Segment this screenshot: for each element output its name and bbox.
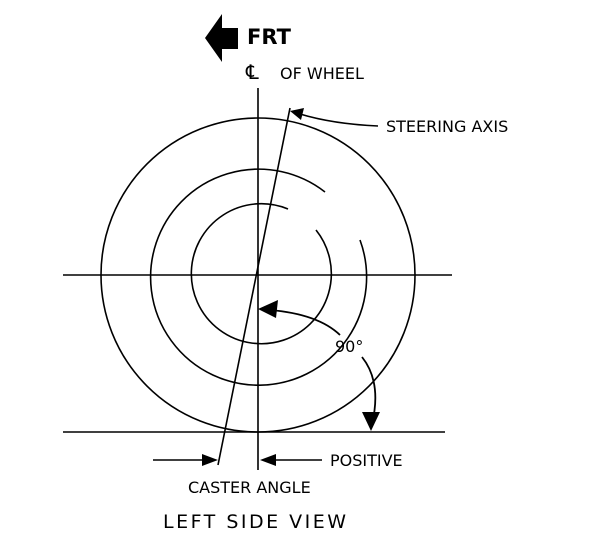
angle-arc: [269, 309, 377, 425]
centerline-symbol: ℄: [245, 60, 259, 84]
angle-arc-arrowhead-bottom: [362, 412, 380, 431]
front-label: FRT: [247, 25, 292, 49]
view-title: LEFT SIDE VIEW: [163, 511, 349, 533]
caster-angle-label: CASTER ANGLE: [188, 478, 311, 497]
positive-label: POSITIVE: [330, 451, 403, 470]
caster-arrow-left-head: [202, 454, 218, 466]
steering-axis-arrowhead: [290, 108, 304, 120]
arrow-left-icon: [205, 14, 238, 62]
steering-axis-leader: [299, 113, 379, 127]
angle-label: 90°: [335, 337, 363, 356]
steering-axis-label: STEERING AXIS: [386, 117, 508, 136]
angle-arc-arrowhead-top: [258, 300, 278, 318]
centerline-label: OF WHEEL: [280, 64, 364, 83]
caster-arrow-right-head: [260, 454, 276, 466]
middle-circle: [149, 168, 368, 386]
inner-circle: [190, 202, 333, 345]
steering-axis-line: [217, 107, 291, 466]
